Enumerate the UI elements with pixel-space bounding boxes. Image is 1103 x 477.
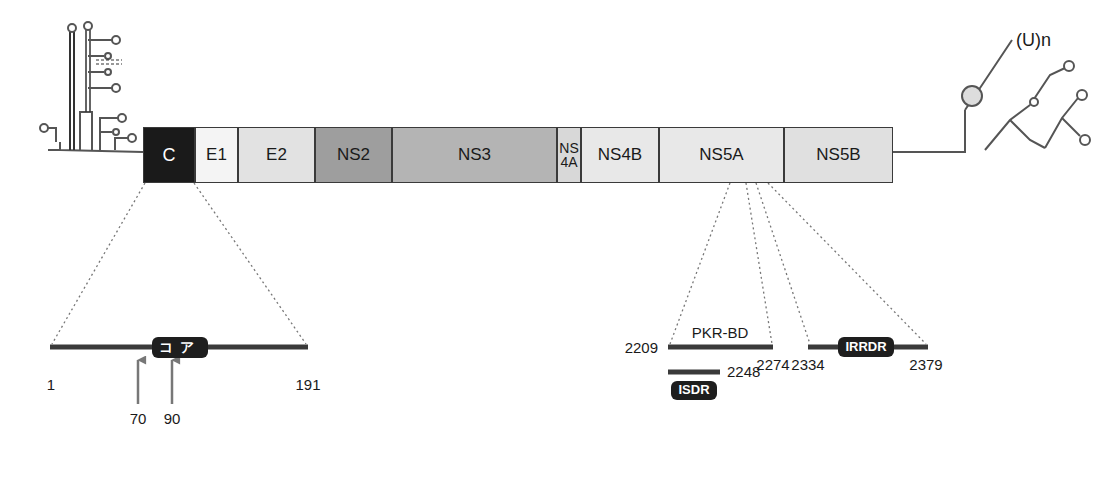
irrdr-badge: IRRDR (838, 337, 894, 357)
node-text: NS5B (816, 145, 860, 165)
position-number: 90 (164, 410, 181, 427)
core-badge: コア (152, 337, 208, 358)
poly-u-label: (U)n (1016, 30, 1051, 51)
node-text: コア (159, 339, 201, 355)
core-segment: C (143, 127, 195, 183)
position-number: 191 (295, 376, 320, 393)
ns4a-segment: NS 4A (557, 127, 581, 183)
node-text: NS2 (337, 145, 370, 165)
node-text: IRRDR (845, 340, 886, 355)
node-text: E1 (206, 145, 227, 165)
node-text: ISDR (678, 383, 709, 398)
zoom-lines (52, 183, 926, 344)
ns4b-segment: NS4B (581, 127, 659, 183)
position-number: 2274 (756, 356, 789, 373)
utr5-structure (40, 22, 143, 152)
region-label: PKR-BD (692, 324, 749, 341)
node-text: NS4B (598, 145, 642, 165)
isdr-badge: ISDR (671, 381, 717, 400)
ns3-segment: NS3 (392, 127, 557, 183)
ns5b-segment: NS5B (784, 127, 893, 183)
node-text: E2 (266, 145, 287, 165)
node-text: C (163, 145, 176, 166)
node-text: NS5A (699, 145, 743, 165)
position-number: 2248 (727, 363, 760, 380)
utr3-structure (893, 40, 1090, 152)
ns5a-segment: NS5A (659, 127, 784, 183)
position-arrows (138, 360, 172, 404)
ns2-segment: NS2 (315, 127, 392, 183)
position-number: 2379 (909, 356, 942, 373)
e2-segment: E2 (238, 127, 315, 183)
position-number: 70 (130, 410, 147, 427)
e1-segment: E1 (195, 127, 238, 183)
position-number: 2334 (791, 356, 824, 373)
position-number: 2209 (625, 339, 658, 356)
position-number: 1 (47, 376, 55, 393)
node-text: NS 4A (559, 141, 579, 169)
node-text: NS3 (458, 145, 491, 165)
